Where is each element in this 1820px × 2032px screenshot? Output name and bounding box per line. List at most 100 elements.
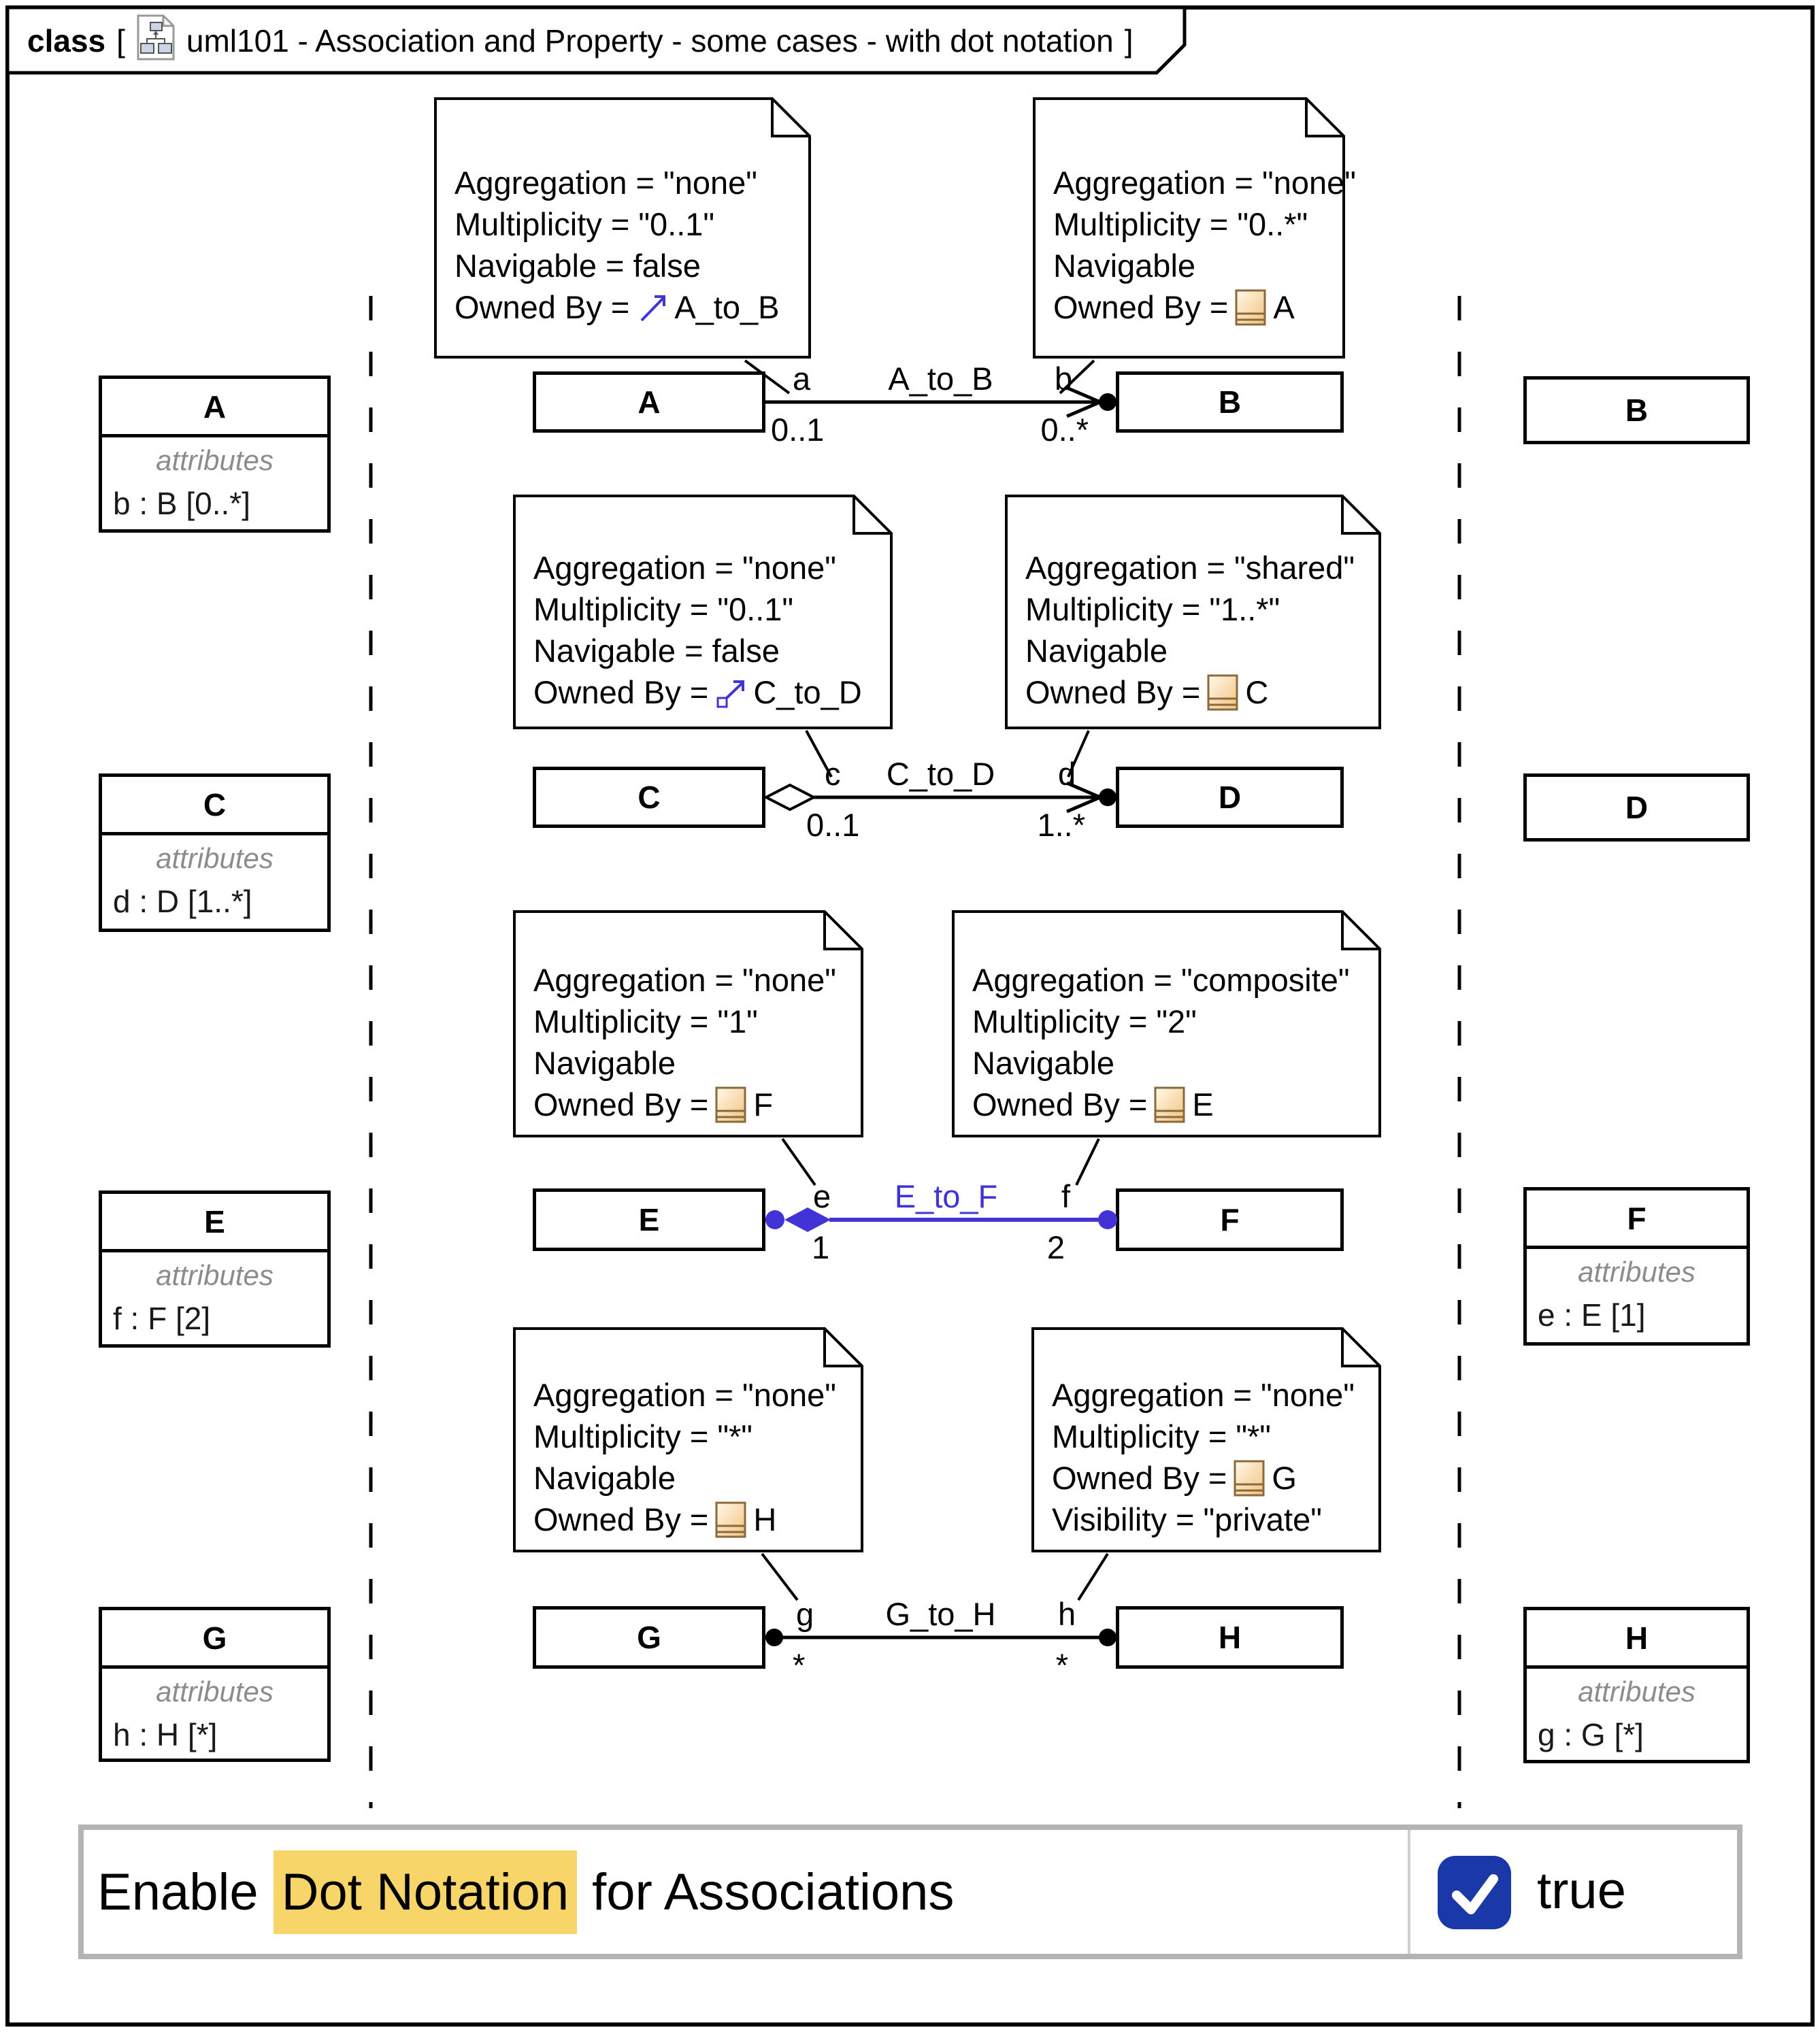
- attribute-text: g : G [*]: [1538, 1717, 1644, 1752]
- class-title: E: [102, 1194, 327, 1252]
- class-box-G[interactable]: G: [533, 1606, 765, 1669]
- note-line: Aggregation = "none": [533, 1377, 836, 1413]
- note-ab-right-shape[interactable]: [1033, 97, 1345, 359]
- note-line: Multiplicity = "0..1": [454, 206, 715, 242]
- note-line: Navigable: [1025, 633, 1168, 669]
- class-box-F-detail[interactable]: F attributes e : E [1]: [1523, 1187, 1750, 1346]
- note-line: Aggregation = "none": [533, 550, 836, 586]
- banner-text-after: for Associations: [592, 1863, 955, 1921]
- note-ef-left-shape[interactable]: [513, 910, 863, 1137]
- source-multiplicity-label: 1: [812, 1229, 830, 1265]
- note-gh-left-shape[interactable]: [513, 1327, 863, 1552]
- target-multiplicity-label: 0..*: [1040, 412, 1089, 448]
- note-ef-right-shape[interactable]: [952, 910, 1381, 1137]
- class-box-E[interactable]: E: [533, 1188, 765, 1251]
- note-line: Multiplicity = "*": [533, 1418, 752, 1454]
- class-box-E-detail[interactable]: E attributes f : F [2]: [99, 1190, 331, 1348]
- class-box-C-detail[interactable]: C attributes d : D [1..*]: [99, 773, 331, 932]
- note-cd-right: Aggregation = "shared" Multiplicity = "1…: [1025, 547, 1369, 713]
- attribute-text: h : H [*]: [113, 1717, 218, 1752]
- class-icon: [1154, 1086, 1185, 1123]
- class-box-A-detail[interactable]: A attributes b : B [0..*]: [99, 376, 331, 533]
- diagram-kind-label: class: [27, 23, 106, 59]
- class-title: A: [638, 384, 661, 420]
- note-cd-right-shape[interactable]: [1005, 495, 1381, 729]
- note-line: Multiplicity = "1": [533, 1003, 758, 1039]
- class-box-C[interactable]: C: [533, 767, 765, 828]
- checkbox-value: true: [1537, 1862, 1626, 1920]
- note-fold-icon: [1341, 912, 1380, 950]
- attribute-text: f : F [2]: [113, 1301, 211, 1336]
- target-role-label: f: [1061, 1178, 1071, 1214]
- note-owner-line: Owned By = E: [972, 1086, 1214, 1123]
- note-line: Visibility = "private": [1052, 1501, 1322, 1537]
- note-line: Multiplicity = "*": [1052, 1418, 1271, 1454]
- note-gh-right: Aggregation = "none" Multiplicity = "*" …: [1052, 1374, 1372, 1540]
- source-role-label: a: [793, 361, 811, 397]
- note-gh-left: Aggregation = "none" Multiplicity = "*" …: [533, 1374, 853, 1540]
- class-title: E: [638, 1202, 660, 1237]
- class-box-F[interactable]: F: [1116, 1188, 1344, 1251]
- class-box-G-detail[interactable]: G attributes h : H [*]: [99, 1607, 331, 1762]
- target-multiplicity-label: *: [1055, 1647, 1068, 1683]
- note-line: Multiplicity = "0..1": [533, 591, 794, 627]
- banner-text-before: Enable: [97, 1863, 259, 1921]
- target-role-label: h: [1058, 1596, 1076, 1632]
- open-bracket: [: [116, 23, 125, 59]
- class-title: H: [1218, 1620, 1242, 1655]
- note-owner-line: Owned By = G: [1052, 1460, 1297, 1497]
- note-line: Aggregation = "none": [454, 165, 757, 201]
- class-title: B: [1625, 393, 1649, 428]
- class-box-D-detail[interactable]: D: [1523, 773, 1750, 842]
- class-title: G: [637, 1620, 661, 1655]
- class-box-B-detail[interactable]: B: [1523, 376, 1750, 444]
- attributes-compartment-label: attributes: [156, 444, 274, 476]
- association-name-label: G_to_H: [885, 1596, 996, 1632]
- note-ab-left: Aggregation = "none" Multiplicity = "0..…: [454, 162, 798, 328]
- attribute-text: e : E [1]: [1538, 1297, 1646, 1333]
- note-line: Aggregation = "shared": [1025, 550, 1355, 586]
- association-name-label: A_to_B: [888, 361, 993, 397]
- class-box-D[interactable]: D: [1116, 767, 1344, 828]
- class-icon: [1207, 674, 1238, 711]
- note-line: Aggregation = "none": [533, 962, 836, 998]
- attributes-compartment-label: attributes: [156, 842, 274, 874]
- note-fold-icon: [823, 912, 862, 950]
- attributes-compartment-label: attributes: [1578, 1676, 1695, 1708]
- dot-notation-checkbox[interactable]: [1436, 1854, 1512, 1931]
- attribute-text: d : D [1..*]: [113, 884, 252, 919]
- note-fold-icon: [771, 99, 810, 137]
- class-box-H[interactable]: H: [1116, 1606, 1344, 1669]
- note-fold-icon: [1305, 99, 1344, 137]
- class-title: B: [1218, 384, 1242, 420]
- class-box-A[interactable]: A: [533, 371, 765, 433]
- close-bracket: ]: [1124, 23, 1134, 59]
- source-multiplicity-label: 0..1: [806, 807, 860, 843]
- note-line: Navigable = false: [533, 633, 780, 669]
- note-owner-line: Owned By = A: [1053, 289, 1295, 326]
- note-line: Aggregation = "composite": [972, 962, 1350, 998]
- note-line: Navigable = false: [454, 248, 701, 284]
- class-icon: [715, 1501, 746, 1538]
- shared-association-arrow-icon: [715, 676, 746, 710]
- note-gh-right-shape[interactable]: [1031, 1327, 1381, 1552]
- class-box-B[interactable]: B: [1116, 371, 1344, 433]
- attribute-text: b : B [0..*]: [113, 486, 250, 521]
- class-title: C: [638, 780, 661, 815]
- note-ef-left: Aggregation = "none" Multiplicity = "1" …: [533, 959, 853, 1125]
- class-box-H-detail[interactable]: H attributes g : G [*]: [1523, 1607, 1750, 1763]
- class-diagram-document-icon: [136, 14, 176, 69]
- note-line: Navigable: [533, 1045, 676, 1081]
- note-fold-icon: [823, 1329, 862, 1367]
- class-icon: [1234, 1460, 1265, 1497]
- note-owner-line: Owned By = C: [1025, 674, 1269, 711]
- note-ab-left-shape[interactable]: [434, 97, 811, 359]
- class-icon: [1235, 289, 1266, 326]
- note-owner-line: Owned By = A_to_B: [454, 289, 780, 325]
- association-arrow-icon: [636, 290, 667, 324]
- target-role-label: d: [1058, 756, 1076, 792]
- note-cd-left-shape[interactable]: [513, 495, 893, 729]
- source-role-label: g: [796, 1596, 814, 1632]
- class-title: D: [1218, 780, 1242, 815]
- association-name-label: C_to_D: [886, 756, 995, 792]
